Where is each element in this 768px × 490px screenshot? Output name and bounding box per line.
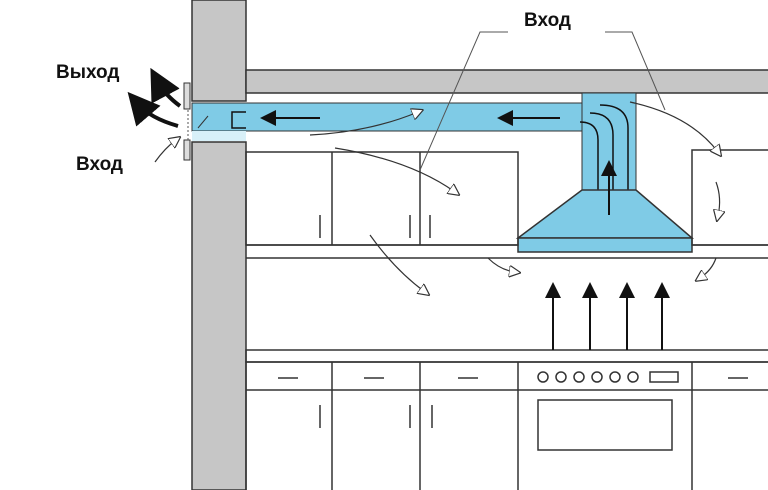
room-airflow-arrows <box>154 101 720 292</box>
wall-grille <box>183 82 191 161</box>
label-inlet-top: Вход <box>524 10 571 31</box>
lower-cabinets <box>245 349 768 490</box>
ceiling-beam <box>245 69 768 94</box>
exhaust-arrows <box>127 67 182 128</box>
upper-cabinets <box>245 149 768 259</box>
stove <box>518 371 692 451</box>
air-duct <box>191 92 637 191</box>
label-exit: Выход <box>56 62 120 83</box>
label-inlet-left: Вход <box>76 154 123 175</box>
label-leader-lines <box>419 31 666 171</box>
rising-air-arrows <box>545 282 670 350</box>
wall <box>191 0 247 490</box>
